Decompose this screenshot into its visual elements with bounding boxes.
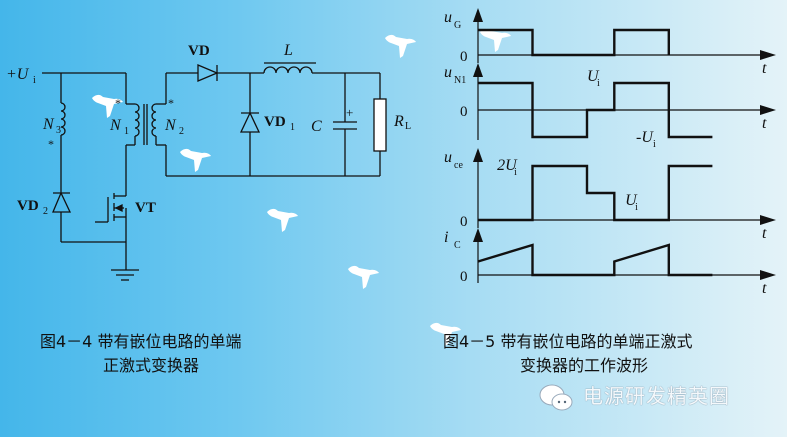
svg-text:1: 1 [290, 122, 295, 133]
vd-label: VD [188, 43, 210, 59]
vd-diode-symbol [197, 64, 219, 82]
x-axis-arrow-u_G [760, 50, 776, 60]
annotation-u_ce: U [625, 192, 638, 209]
y-axis-arrow-u_G [473, 8, 483, 22]
circuit-labels: +U i N 3 * N 1 * N 2 * VD VD 1 VD 2 VT L… [6, 42, 411, 217]
series-label-u_G: u [444, 9, 452, 26]
svg-text:i: i [33, 75, 36, 86]
annotation-u_ce: 2U [497, 157, 518, 174]
waveform-u_ce [478, 164, 713, 222]
vd2-label: VD [17, 198, 39, 214]
vt-label: VT [135, 200, 156, 216]
annotation-u_N1: -U [636, 129, 654, 146]
n1-label: N [109, 117, 122, 134]
svg-text:3: 3 [56, 125, 61, 136]
circuit-diagram [42, 62, 387, 281]
y-axis-arrow-i_C [473, 228, 483, 242]
annotation-sub-u_ce: i [635, 202, 638, 213]
svg-text:2: 2 [179, 126, 184, 137]
annotation-sub-u_N1: i [653, 139, 656, 150]
ground-icon [111, 269, 139, 281]
x-axis-label-u_ce: t [762, 225, 767, 242]
n1-polarity-dot: * [115, 96, 121, 110]
series-label-sub-u_N1: N1 [454, 75, 466, 86]
series-label-i_C: i [444, 229, 448, 246]
y-axis-arrow-u_ce [473, 148, 483, 162]
y-tick-label-i_C: 0 [460, 269, 468, 285]
series-label-sub-u_ce: ce [454, 160, 463, 171]
capacitor-polarity: + [346, 105, 353, 120]
series-label-sub-u_G: G [454, 20, 461, 31]
figure-4-4-caption-line2: 正激式变换器 [103, 356, 200, 375]
y-axis-arrow-u_N1 [473, 63, 483, 77]
rl-label: R [393, 113, 404, 130]
y-tick-label-u_ce: 0 [460, 214, 468, 230]
vd1-label: VD [264, 114, 286, 130]
annotation-u_N1: U [587, 68, 600, 85]
annotation-sub-u_ce: i [514, 167, 517, 178]
y-tick-label-u_G: 0 [460, 49, 468, 65]
figure-4-5-caption-line2: 变换器的工作波形 [520, 356, 649, 375]
input-voltage-label: +U [6, 66, 30, 83]
vd1-diode-symbol [239, 111, 261, 133]
n3-winding [60, 102, 66, 136]
figure-4-4-caption-line1: 图4－4 带有嵌位电路的单端 [40, 332, 242, 351]
waveform-u_N1 [478, 81, 713, 139]
mosfet-body-arrow [114, 203, 123, 213]
load-resistor-rl [373, 98, 387, 152]
waveform-u_G [478, 28, 670, 57]
x-axis-arrow-u_N1 [760, 105, 776, 115]
series-label-u_N1: u [444, 64, 452, 81]
waveform-i_C [477, 243, 713, 277]
inductor-l [263, 66, 313, 74]
svg-text:1: 1 [124, 126, 129, 137]
n2-label: N [164, 117, 177, 134]
x-axis-label-u_G: t [762, 60, 767, 77]
series-label-u_ce: u [444, 149, 452, 166]
y-tick-label-u_N1: 0 [460, 104, 468, 120]
n2-polarity-dot: * [168, 96, 174, 110]
x-axis-label-i_C: t [762, 280, 767, 297]
vd2-diode-symbol [52, 191, 72, 213]
figure-4-5-caption-line1: 图4－5 带有嵌位电路的单端正激式 [443, 332, 693, 351]
x-axis-arrow-i_C [760, 270, 776, 280]
n1-winding [134, 103, 140, 137]
x-axis-label-u_N1: t [762, 115, 767, 132]
n3-polarity-dot: * [48, 137, 54, 151]
svg-text:2: 2 [43, 206, 48, 217]
n3-label: N [42, 116, 55, 133]
x-axis-arrow-u_ce [760, 215, 776, 225]
svg-text:L: L [405, 121, 411, 132]
wechat-icon [539, 384, 573, 411]
series-label-sub-i_C: C [454, 240, 461, 251]
n2-winding [151, 103, 157, 137]
capacitor-label: C [311, 118, 322, 135]
watermark-text: 电源研发精英圈 [583, 384, 730, 408]
inductor-label: L [283, 42, 293, 59]
annotation-sub-u_N1: i [597, 78, 600, 89]
